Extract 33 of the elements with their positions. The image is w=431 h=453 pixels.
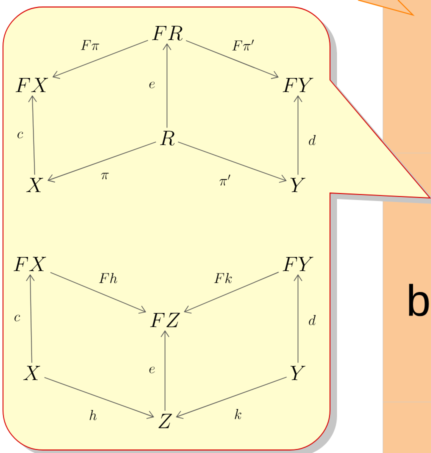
object-label: $FY$	[282, 256, 314, 272]
object-label: $X$	[26, 178, 44, 192]
arrow	[294, 274, 302, 364]
arrow	[184, 272, 280, 314]
object-label: $FX$	[14, 256, 46, 272]
object-label: $FZ$	[150, 312, 180, 328]
arrow	[44, 377, 154, 419]
arrow	[176, 376, 287, 419]
object-label: $X$	[23, 366, 40, 380]
object-label: $Y$	[290, 366, 306, 380]
object-label: $Z$	[158, 414, 172, 428]
letter-label: b	[409, 284, 429, 316]
edge-label: $k$	[233, 408, 243, 420]
arrow	[52, 40, 148, 79]
edge-label: $Fk$	[212, 272, 234, 284]
arrow	[294, 95, 302, 176]
edge-label: $F\pi'$	[230, 38, 256, 52]
arrow	[26, 274, 35, 364]
object-label: $FX$	[16, 78, 48, 92]
arrow	[28, 95, 37, 176]
object-label: $R$	[160, 130, 175, 146]
arrow	[186, 40, 279, 79]
edge-label: $Fh$	[97, 272, 119, 284]
object-label: $FR$	[152, 26, 182, 41]
arrow	[47, 142, 156, 182]
arrow	[178, 142, 287, 183]
arrow	[50, 272, 146, 314]
object-label: $Y$	[290, 178, 306, 192]
edge-label: $F\pi$	[79, 39, 101, 51]
object-label: $FY$	[282, 78, 314, 92]
edge-label: $\pi'$	[218, 174, 232, 186]
arrow	[160, 330, 170, 412]
arrow	[162, 43, 172, 128]
